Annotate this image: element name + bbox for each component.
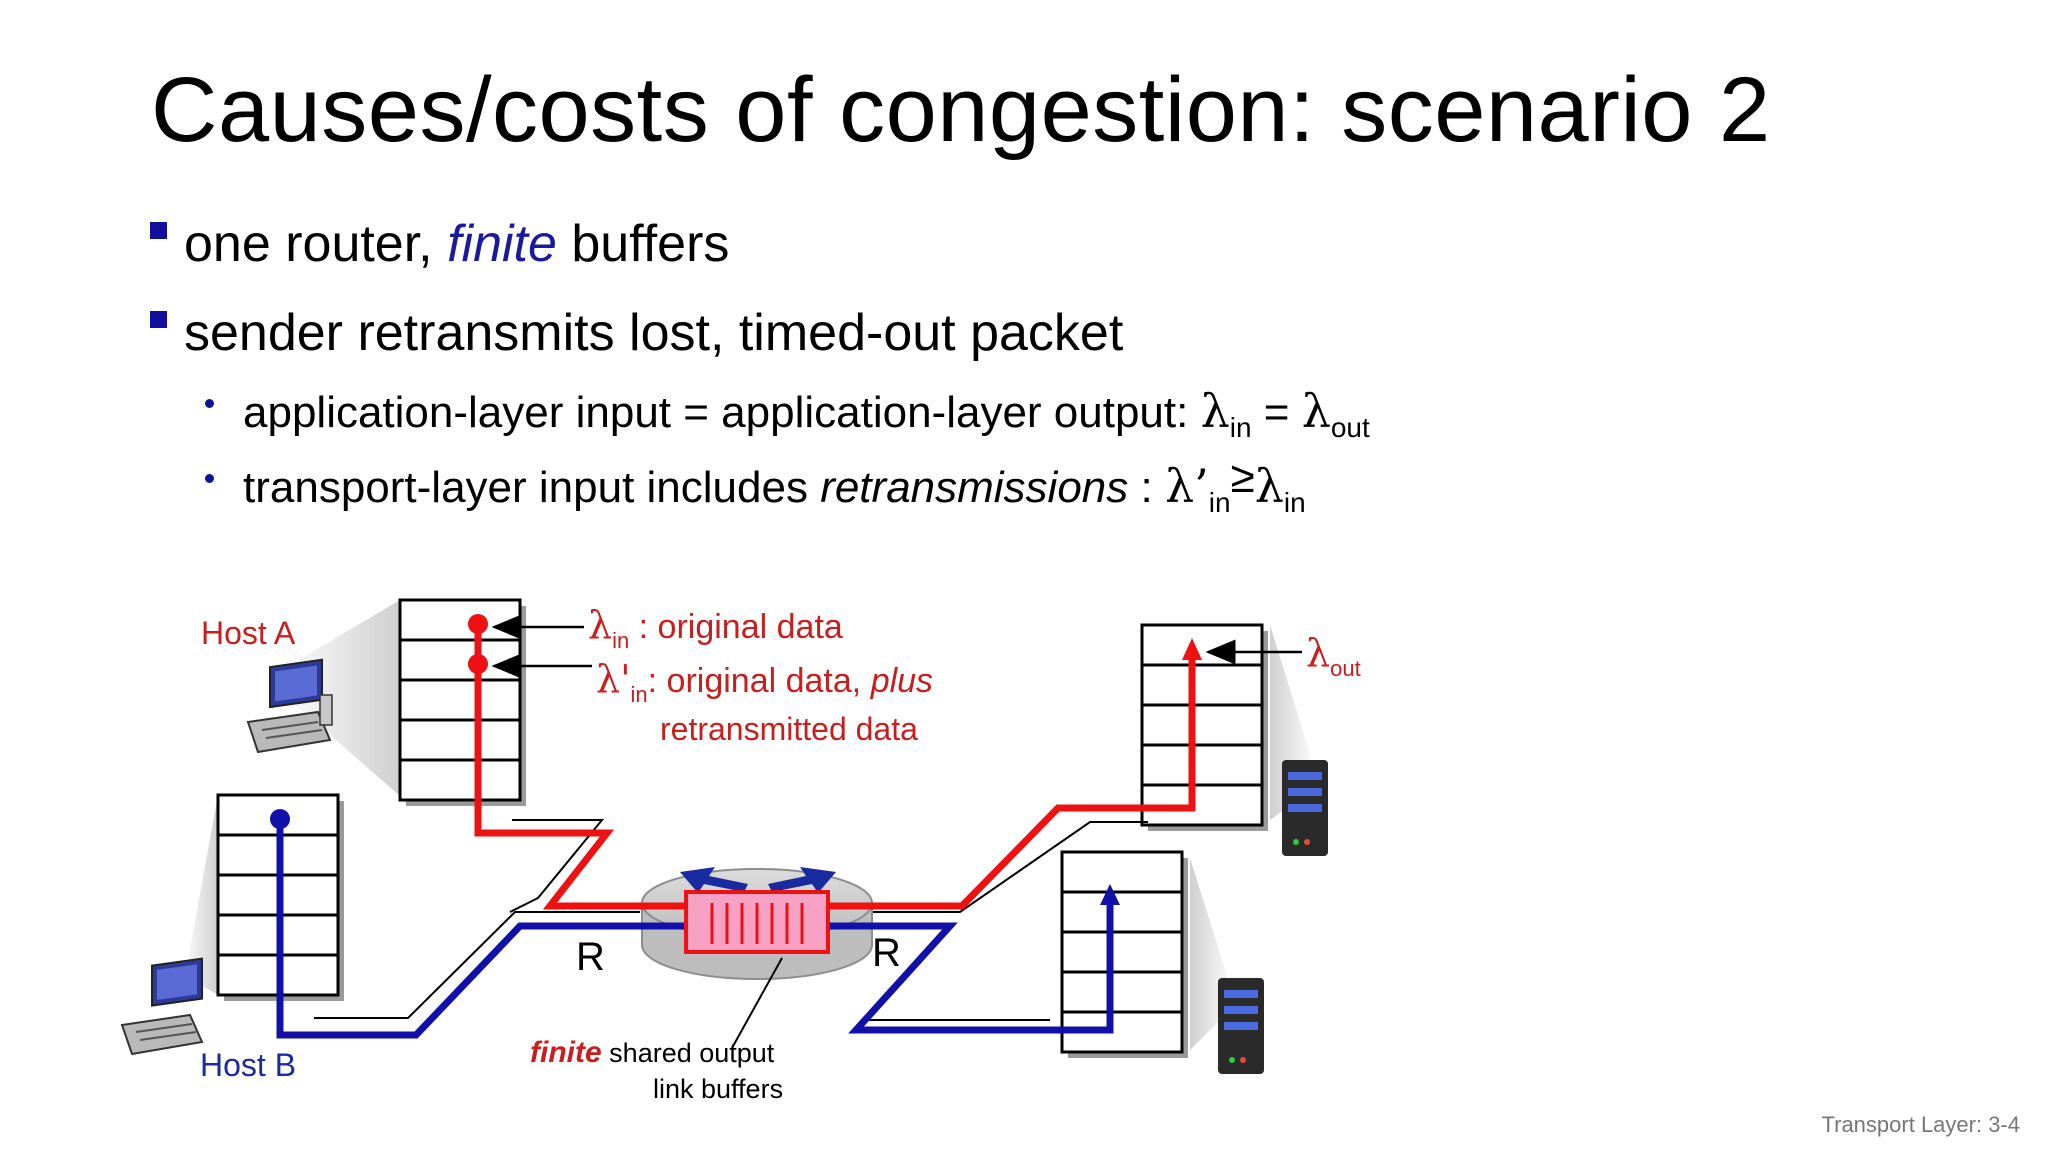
lambda-in-label: λin : original data — [588, 603, 843, 653]
finite-emphasis: finite — [530, 1036, 602, 1069]
sub-bullet-2-text: transport-layer input includes retransmi… — [243, 453, 1306, 529]
server-2-icon — [1190, 858, 1264, 1074]
buffer-caption-line2: link buffers — [653, 1074, 783, 1104]
lambda-symbol: λ — [1306, 631, 1330, 675]
sub-bullet-2-emphasis: retransmissions — [820, 463, 1129, 512]
geq-sign: ≥ — [1230, 453, 1255, 502]
lambda-subscript: in — [612, 628, 629, 653]
host-b-computer-icon — [120, 795, 218, 1056]
red-packet-dot — [468, 614, 488, 634]
lambda-in-prime-text: : original data, — [648, 662, 871, 700]
sub-bullet-1-text: application-layer input = application-la… — [243, 385, 1370, 454]
sub-bullet-2-pre: transport-layer input includes — [243, 463, 821, 512]
shared-output-buffer — [684, 890, 830, 954]
bullet-dot-icon — [205, 399, 214, 408]
receiver-2-buffer-stack — [1060, 850, 1188, 1058]
red-packet-dot — [468, 654, 488, 674]
lambda-prime-symbol: λ’ — [1164, 459, 1209, 513]
equals-sign: = — [1251, 388, 1302, 437]
bullet-2-text: sender retransmits lost, timed-out packe… — [184, 304, 1124, 362]
bullet-dot-icon — [205, 474, 214, 483]
blue-arrowhead — [1100, 884, 1120, 905]
lambda-subscript: in — [1283, 487, 1306, 518]
host-a-label: Host A — [201, 615, 296, 651]
router-label-right: R — [872, 931, 901, 975]
host-b-label: Host B — [200, 1047, 296, 1083]
host-a-buffer-stack — [398, 598, 526, 806]
slide-footer: Transport Layer: 3-4 — [1821, 1112, 2021, 1137]
bullet-1-pre: one router, — [184, 215, 448, 273]
lambda-subscript: out — [1330, 656, 1361, 681]
lambda-out-label: λout — [1306, 631, 1361, 681]
lambda-symbol: λ — [1301, 384, 1331, 438]
buffer-caption-text: shared output — [602, 1038, 775, 1068]
lambda-subscript: in — [1229, 412, 1252, 443]
host-a-computer-icon — [246, 600, 400, 796]
bullet-1-text: one router, finite buffers — [184, 214, 729, 274]
plus-emphasis: plus — [870, 662, 933, 700]
sub-bullet-1-body: application-layer input = application-la… — [243, 388, 1201, 437]
receiver-1-buffer-stack — [1140, 623, 1268, 831]
lambda-subscript: in — [631, 682, 648, 707]
physical-links — [314, 819, 1148, 1021]
lambda-symbol: λ — [1254, 459, 1284, 513]
lambda-symbol: λ — [588, 603, 612, 647]
bullet-1-post: buffers — [556, 215, 730, 273]
red-arrowhead — [1182, 638, 1202, 660]
bullet-square-icon — [150, 222, 167, 239]
lambda-subscript: in — [1208, 487, 1231, 518]
sub-bullet-2-post: : — [1128, 463, 1165, 512]
slide-title: Causes/costs of congestion: scenario 2 — [151, 59, 1771, 161]
server-1-icon — [1270, 625, 1328, 856]
retransmitted-data-label: retransmitted data — [660, 711, 918, 747]
buffer-pointer-line — [731, 957, 783, 1049]
bullet-1-emphasis: finite — [447, 215, 557, 273]
lambda-symbol: λ — [1200, 384, 1230, 438]
buffer-caption-line1: finite shared output — [530, 1036, 775, 1069]
blue-packet-dot — [270, 809, 290, 829]
bullet-square-icon — [150, 311, 167, 328]
lambda-subscript: out — [1330, 412, 1370, 443]
router-label-left: R — [576, 935, 605, 979]
lambda-prime-symbol: λ' — [596, 657, 631, 701]
lambda-in-prime-label: λ'in: original data, plus — [596, 657, 933, 707]
lambda-in-text: : original data — [629, 608, 843, 646]
